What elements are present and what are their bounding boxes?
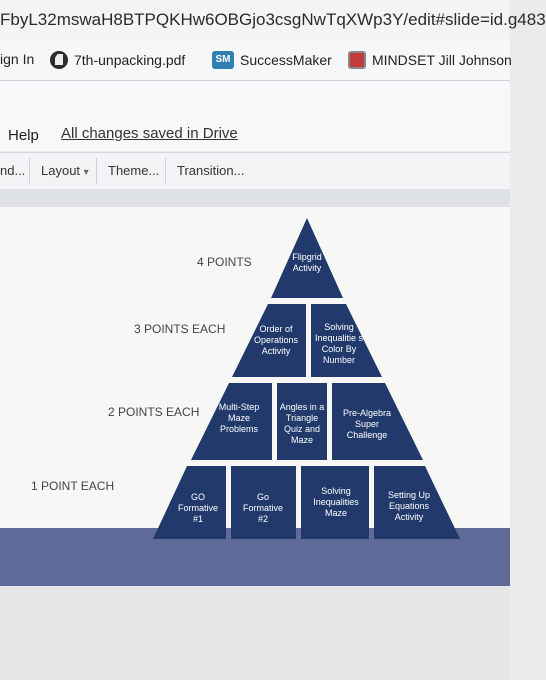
level-label-3-points: 3 POINTS EACH	[134, 322, 226, 336]
pyramid-box-solving-inequalities	[311, 304, 382, 377]
menu-help[interactable]: Help	[8, 127, 39, 144]
bookmark-label: SuccessMaker	[240, 52, 332, 68]
bookmarks-bar: ign In 7th-unpacking.pdf SM SuccessMaker…	[0, 40, 512, 81]
background-button[interactable]: nd...	[0, 163, 26, 178]
box-text-multi-step: Multi-Step Maze Problems	[218, 401, 260, 434]
slides-toolbar: nd... Layout ▾ Theme... Transition...	[0, 152, 510, 190]
speaker-notes-area	[0, 586, 510, 680]
save-status-link[interactable]: All changes saved in Drive	[61, 125, 238, 142]
box-text-go-formative-2: Go Formative #2	[242, 491, 283, 524]
bookmark-label: MINDSET Jill Johnson	[372, 52, 512, 68]
box-text-inequalities-maze: Solving Inequalities Maze	[313, 485, 359, 518]
bookmark-7th-unpacking[interactable]: 7th-unpacking.pdf	[50, 51, 185, 69]
pyramid-box-inequalities-maze	[301, 466, 369, 539]
slides-app-bar: Help All changes saved in Drive	[0, 81, 510, 151]
box-text-flipgrid: Flipgrid Activity	[292, 252, 322, 273]
level-label-2-points: 2 POINTS EACH	[108, 405, 200, 419]
level-label-4-points: 4 POINTS	[197, 255, 252, 269]
pyramid-box-multi-step	[191, 383, 272, 460]
layout-label: Layout	[41, 163, 81, 178]
box-text-setting-up-equations: Setting Up Equations Activity	[387, 489, 431, 522]
box-text-pre-algebra: Pre-Algebra Super Challenge	[342, 407, 392, 440]
layout-button[interactable]: Layout ▾	[41, 163, 89, 178]
pyramid-box-angles	[277, 383, 327, 460]
pdf-icon	[50, 51, 68, 69]
toolbar-divider	[96, 158, 97, 184]
pyramid-box-setting-up-equations	[374, 466, 460, 539]
box-text-solving-inequalities: Solving Inequalitie s Color By Number	[314, 322, 364, 365]
pyramid-box-pre-algebra	[332, 383, 423, 460]
points-pyramid	[153, 218, 460, 539]
bookmark-sign-in[interactable]: ign In	[0, 51, 34, 67]
box-text-go-formative-1: GO Formative #1	[177, 491, 218, 524]
successmaker-icon: SM	[212, 51, 234, 69]
url-text: FbyL32mswaH8BTPQKHw6OBGjo3csgNwTqXWp3Y/e…	[0, 10, 546, 29]
address-bar[interactable]: FbyL32mswaH8BTPQKHw6OBGjo3csgNwTqXWp3Y/e…	[0, 0, 546, 40]
mindset-icon	[348, 51, 366, 69]
bookmark-mindset[interactable]: MINDSET Jill Johnson	[348, 51, 512, 69]
pyramid-box-go-formative-1	[153, 466, 226, 539]
pyramid-box-go-formative-2	[231, 466, 296, 539]
level-label-1-point: 1 POINT EACH	[31, 479, 115, 493]
pyramid-box-order-operations	[232, 304, 306, 377]
canvas-margin	[0, 189, 510, 207]
bookmark-label: ign In	[0, 51, 35, 67]
chevron-down-icon: ▾	[83, 167, 89, 178]
transition-button[interactable]: Transition...	[177, 163, 245, 178]
toolbar-divider	[29, 158, 30, 184]
theme-button[interactable]: Theme...	[108, 163, 160, 178]
pyramid-box-flipgrid	[271, 218, 343, 298]
bookmark-successmaker[interactable]: SM SuccessMaker	[212, 51, 332, 69]
box-text-angles: Angles in a Triangle Quiz and Maze	[279, 402, 325, 445]
bookmark-label: 7th-unpacking.pdf	[74, 52, 186, 68]
box-text-order-operations: Order of Operations Activity	[253, 323, 299, 356]
toolbar-divider	[165, 158, 166, 184]
